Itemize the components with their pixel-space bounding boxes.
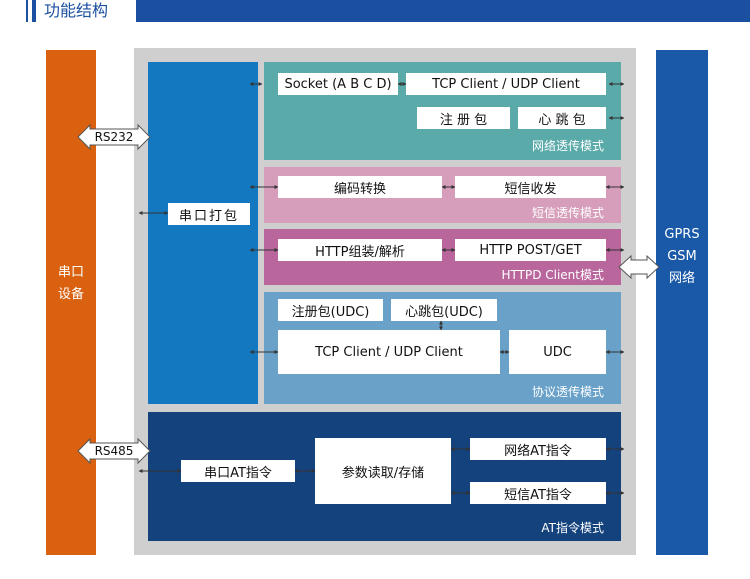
- network-at-box: 网络AT指令: [470, 438, 606, 460]
- rs485-label: RS485: [94, 444, 134, 458]
- http-post-box: HTTP POST/GET: [455, 239, 606, 261]
- udc-register-box: 注册包(UDC): [278, 299, 383, 321]
- header-accent: [0, 0, 26, 22]
- page-title: 功能结构: [44, 1, 109, 20]
- rs232-label: RS232: [94, 130, 134, 144]
- header-accent-bar: [28, 0, 32, 22]
- heartbeat-packet-box: 心 跳 包: [518, 107, 606, 129]
- serial-pack-box: 串口打包: [168, 203, 250, 225]
- network-mode-label: 网络透传模式: [531, 139, 604, 153]
- udc-heartbeat-box: 心跳包(UDC): [391, 299, 497, 321]
- socket-box: Socket (A B C D): [278, 73, 398, 95]
- http-pack-box: HTTP组装/解析: [278, 239, 442, 261]
- header-title-tab: [36, 0, 136, 22]
- at-mode-label: AT指令模式: [541, 521, 604, 535]
- rs232-arrow: [77, 123, 151, 151]
- register-packet-box: 注 册 包: [417, 107, 510, 129]
- sms-io-box: 短信收发: [455, 176, 606, 198]
- protocol-client-box: TCP Client / UDP Client: [278, 330, 500, 374]
- header-bar: [0, 0, 750, 22]
- httpd-mode-label: HTTPD Client模式: [501, 268, 604, 282]
- serial-device-line-2: 设备: [57, 287, 84, 302]
- network-link-arrow: [618, 254, 660, 280]
- network-line-1: GPRS: [664, 227, 700, 242]
- serial-at-box: 串口AT指令: [181, 460, 295, 482]
- serial-pack-block: [148, 62, 258, 404]
- sms-mode-label: 短信透传模式: [531, 206, 604, 220]
- udc-box: UDC: [509, 330, 606, 374]
- serial-device-label: 串口 设备: [46, 262, 96, 306]
- rs485-arrow: [77, 437, 151, 465]
- protocol-mode-label: 协议透传模式: [531, 385, 604, 399]
- sms-at-box: 短信AT指令: [470, 482, 606, 504]
- network-block: [656, 50, 708, 555]
- serial-device-line-1: 串口: [57, 265, 84, 280]
- network-label: GPRS GSM 网络: [656, 224, 708, 290]
- network-line-3: 网络: [668, 271, 695, 286]
- param-storage-box: 参数读取/存储: [315, 438, 451, 504]
- encode-convert-box: 编码转换: [278, 176, 442, 198]
- network-client-box: TCP Client / UDP Client: [406, 73, 606, 95]
- network-line-2: GSM: [667, 249, 697, 264]
